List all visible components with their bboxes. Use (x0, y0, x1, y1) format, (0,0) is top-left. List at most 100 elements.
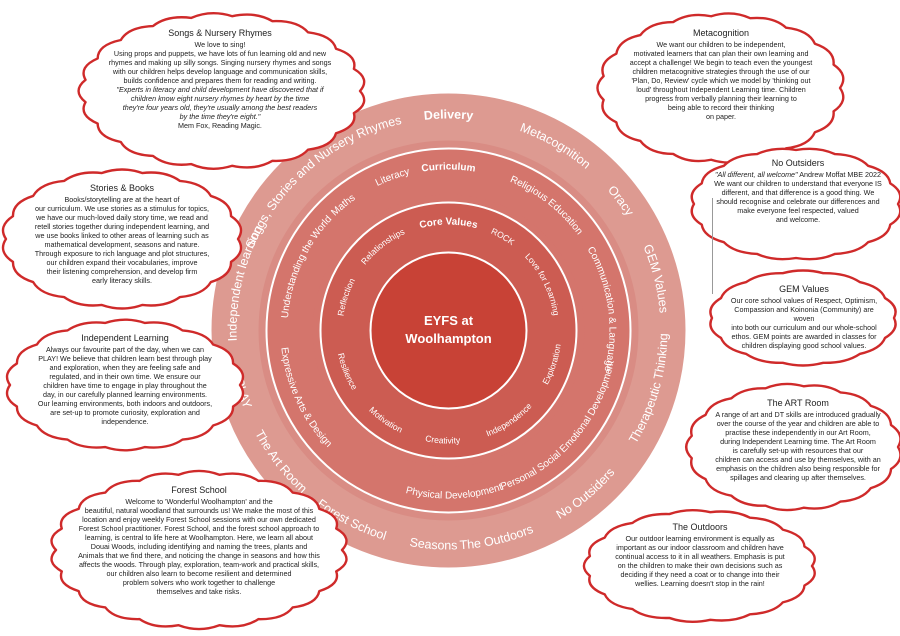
forest-line: beautiful, natural woodland that surroun… (84, 506, 314, 516)
outdoors-line: continual access to it in all weathers. … (615, 552, 785, 562)
outdoors-box: The Outdoors Our outdoor learning enviro… (598, 522, 802, 588)
outdoors-title: The Outdoors (672, 522, 728, 532)
cloud-frame (685, 382, 900, 512)
metacognition-box: Metacognition We want our children to be… (614, 28, 828, 121)
outsiders-quote: "All different, all welcome" (715, 170, 798, 180)
metacognition-line: 'Plan, Do, Review' cycle which we model … (631, 76, 811, 86)
art-line: children can access and use by themselve… (715, 455, 881, 465)
center-title-line2: Woolhampton (405, 331, 491, 346)
stories-line: early literacy skills. (92, 276, 152, 286)
art-line: during Independent Learning time. The Ar… (720, 437, 876, 447)
outsiders-quote-line: "All different, all welcome" Andrew Moff… (702, 170, 894, 179)
gem-line: ethos. GEM points are awarded in classes… (731, 332, 877, 342)
outsiders-line: We want our children to understand that … (714, 179, 882, 189)
center-title-line1: EYFS at (424, 313, 474, 328)
cloud-frame (690, 147, 900, 261)
cloud-frames (1, 12, 900, 631)
stories-line: mathematical development, seasons and na… (44, 240, 200, 250)
delivery-label: Seasons (409, 535, 458, 552)
stories-line: Through exposure to rich language and pl… (34, 249, 210, 259)
metacognition-line: children metacognitive strategies throug… (632, 67, 810, 77)
forest-title: Forest School (171, 485, 227, 495)
art-line: emphasis on the children also being resp… (716, 464, 880, 474)
art-line: is carefully set-up with resources that … (732, 446, 864, 456)
independent-line: children have time to engage in play thr… (43, 381, 207, 391)
outsiders-line: and welcome. (775, 215, 821, 225)
independent-line: independence. (101, 417, 149, 427)
forest-line: affects the woods. Through play, explora… (78, 560, 320, 570)
forest-line: learning, is central to life here at Woo… (85, 533, 313, 543)
metacognition-line: motivated learners that can plan their o… (633, 49, 809, 59)
stories-box: Stories & Books Books/storytelling are a… (16, 183, 228, 285)
art-line: over the course of the year and children… (716, 419, 880, 429)
art-line: spillages and clearing up after themselv… (730, 473, 866, 483)
art-box: The ART Room A range of art and DT skill… (698, 398, 898, 482)
forest-line: Forest School practitioner. Forest Schoo… (78, 524, 320, 534)
core-circle (369, 251, 528, 410)
gem-line: Our core school values of Respect, Optim… (730, 296, 878, 306)
independent-line: Always our favourite part of the day, wh… (45, 345, 205, 355)
songs-quote: "Experts in literacy and child developme… (116, 85, 324, 95)
independent-line: PLAY! We believe that children learn bes… (38, 354, 212, 364)
metacognition-line: accept a challenge! We begin to teach ev… (629, 58, 813, 68)
gem-line: children displaying good school values. (741, 341, 867, 351)
outsiders-line: make everyone feel respected, valued (737, 206, 859, 216)
cloud-frame (5, 318, 245, 452)
songs-quote: children know eight nursery rhymes by he… (130, 94, 310, 104)
stories-line: we use books linked to other areas of le… (35, 231, 209, 241)
independent-line: regulated, and in their own time. We ens… (49, 372, 201, 382)
stories-line: we have our much-loved daily story time,… (36, 213, 208, 223)
metacognition-title: Metacognition (692, 28, 750, 38)
independent-line: Our learning environments, both indoors … (37, 399, 213, 409)
outsiders-box: No Outsiders "All different, all welcome… (702, 158, 894, 224)
metacognition-line: We want our children to be independent, (656, 40, 786, 50)
outdoors-line: deciding if they need a coat or to chang… (620, 570, 780, 580)
outdoors-line: on the children to make their own decisi… (617, 561, 783, 571)
gem-title: GEM Values (779, 284, 829, 294)
independent-line: day, in our carefully planned learning e… (42, 390, 208, 400)
metacognition-line: being able to record their thinking (667, 103, 775, 113)
outsiders-author: Andrew Moffat MBE 2022 (797, 170, 881, 180)
stories-line: our curriculum. We use stories as a stim… (34, 204, 210, 214)
core-value-label: Creativity (425, 433, 462, 445)
outsiders-title: No Outsiders (771, 158, 825, 168)
independent-box: Independent Learning Always our favourit… (20, 333, 230, 426)
forest-line: location and enjoy weekly Forest School … (82, 515, 316, 525)
outsiders-line: should recognise and celebrate our diffe… (716, 197, 880, 207)
songs-author: Mem Fox, Reading Magic. (178, 121, 262, 131)
songs-line: rhymes and making up silly songs. Singin… (108, 58, 332, 68)
songs-line: Using props and puppets, we have lots of… (113, 49, 327, 59)
cloud-frame (582, 509, 816, 623)
stories-title: Stories & Books (89, 183, 155, 193)
forest-box: Forest School Welcome to 'Wonderful Wool… (66, 485, 332, 596)
songs-quote: by the time they're eight." (179, 112, 261, 122)
outsiders-line: different, and that difference is a good… (721, 188, 875, 198)
outdoors-line: important as our indoor classroom and ch… (616, 543, 784, 553)
forest-line: Douai Woods, including identifying and n… (90, 542, 308, 552)
core-values-heading: Core Values (418, 216, 479, 231)
songs-line: We love to sing! (194, 40, 246, 50)
forest-line: problem solvers who work together to cha… (122, 578, 276, 588)
forest-line: Welcome to 'Wonderful Woolhampton' and t… (125, 497, 273, 507)
independent-title: Independent Learning (81, 333, 169, 343)
outdoors-line: wellies. Learning doesn't stop in the ra… (635, 579, 765, 589)
songs-line: with our children helps develop language… (112, 67, 328, 77)
metacognition-line: on paper. (706, 112, 736, 122)
songs-box: Songs & Nursery Rhymes We love to sing! … (98, 28, 342, 130)
stories-line: Books/storytelling are at the heart of (64, 195, 180, 205)
stories-line: retell stories together during independe… (34, 222, 210, 232)
outdoors-line: Our outdoor learning environment is equa… (625, 534, 775, 544)
metacognition-line: progress from verbally planning their le… (645, 94, 797, 104)
metacognition-line: loud' throughout Independent Learning ti… (636, 85, 806, 95)
gem-box: GEM Values Our core school values of Res… (724, 284, 884, 350)
divider-line (712, 198, 713, 294)
forest-line: our children also learn to become resili… (106, 569, 292, 579)
songs-quote: they're four years old, they're usually … (122, 103, 318, 113)
art-line: A range of art and DT skills are introdu… (715, 410, 881, 420)
stories-line: their listening comprehension, and devel… (46, 267, 198, 277)
art-title: The ART Room (767, 398, 829, 408)
forest-line: Animals that we find there, and noticing… (78, 551, 320, 561)
independent-line: and exploration, when they are feeling s… (49, 363, 201, 373)
forest-line: themselves and take risks. (156, 587, 242, 597)
